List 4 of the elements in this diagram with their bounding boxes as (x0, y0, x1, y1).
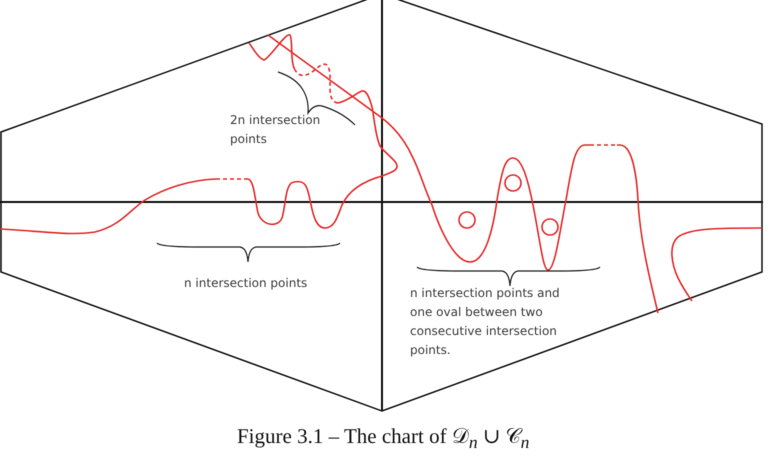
annotation-text: n intersection points and one oval between two consecutive intersection points. (410, 285, 561, 359)
annotation-text: 2n intersection points (230, 112, 322, 148)
annotation-text: n intersection points (184, 275, 308, 292)
figure-caption: Figure 3.1 – The chart of 𝒟$_{n}$ ∪ 𝒞$_{n}$ (237, 424, 530, 454)
